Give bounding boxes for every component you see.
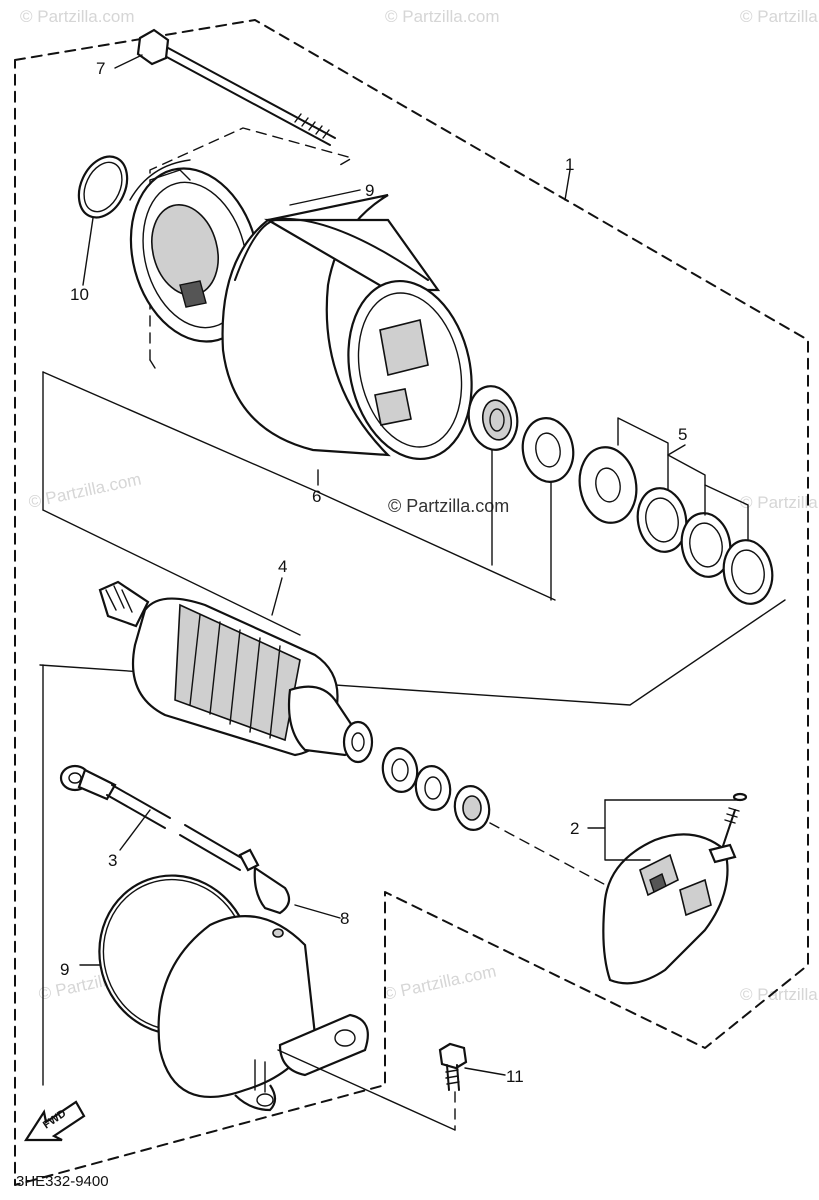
- leader-4: [271, 577, 283, 616]
- part-screw: [438, 1042, 468, 1091]
- leader-1: [564, 169, 571, 201]
- part-washer-set: [578, 446, 774, 605]
- leader-8: [294, 904, 341, 919]
- leader-10: [82, 217, 94, 286]
- leader-9-top: [289, 189, 361, 206]
- forward-arrow-icon: FWD: [23, 1100, 86, 1142]
- watermark: © Partzilla.com: [740, 7, 819, 26]
- callout-9-top: 9: [365, 181, 374, 200]
- callout-9-bottom: 9: [60, 960, 69, 979]
- callout-7: 7: [96, 59, 105, 78]
- assembly-boundary: [14, 19, 809, 1186]
- leader-7: [114, 54, 143, 69]
- part-brush-holder: [602, 792, 748, 985]
- part-yoke-housing: [221, 193, 473, 461]
- center-line: [489, 822, 616, 891]
- callout-5: 5: [678, 425, 687, 444]
- watermark: © Partzilla.com: [740, 985, 819, 1004]
- watermark: © Partzilla.com: [27, 470, 143, 512]
- part-rear-cover: [157, 914, 369, 1112]
- watermark: © Partzilla.com: [20, 7, 135, 26]
- leader-11: [464, 1067, 506, 1076]
- group-bracket-yoke: [42, 127, 556, 1086]
- watermark: © Partzilla.com: [382, 962, 498, 1004]
- watermark: © Partzilla.com: [385, 7, 500, 26]
- callout-11: 11: [506, 1067, 524, 1086]
- bracket-washers: [617, 417, 669, 491]
- o-ring-inner: [83, 161, 123, 213]
- part-armature-washers: [381, 747, 491, 831]
- part-lead-wire: [59, 764, 291, 915]
- part-o-ring-small: [77, 155, 129, 219]
- callout-1: 1: [565, 155, 574, 174]
- part-through-bolt: [136, 28, 336, 146]
- callout-3: 3: [108, 851, 117, 870]
- leader-3: [119, 809, 151, 851]
- part-oil-seal: [521, 417, 575, 483]
- bracket-washers-b: [667, 454, 706, 516]
- part-armature: [98, 580, 374, 764]
- leader-5: [667, 444, 686, 456]
- callout-8: 8: [340, 909, 349, 928]
- callout-4: 4: [278, 557, 287, 576]
- watermark-center: © Partzilla.com: [388, 496, 509, 516]
- callout-10: 10: [70, 285, 89, 304]
- callout-2: 2: [570, 819, 579, 838]
- bracket-rear-cover: [277, 1049, 456, 1131]
- bracket-washers-c: [704, 484, 749, 541]
- watermark: © Partzilla.com: [740, 493, 819, 512]
- bracket-2-bottom: [604, 799, 651, 861]
- part-bearing: [467, 385, 519, 451]
- part-code: 3HE332-9400: [16, 1173, 109, 1190]
- callout-6: 6: [312, 487, 321, 506]
